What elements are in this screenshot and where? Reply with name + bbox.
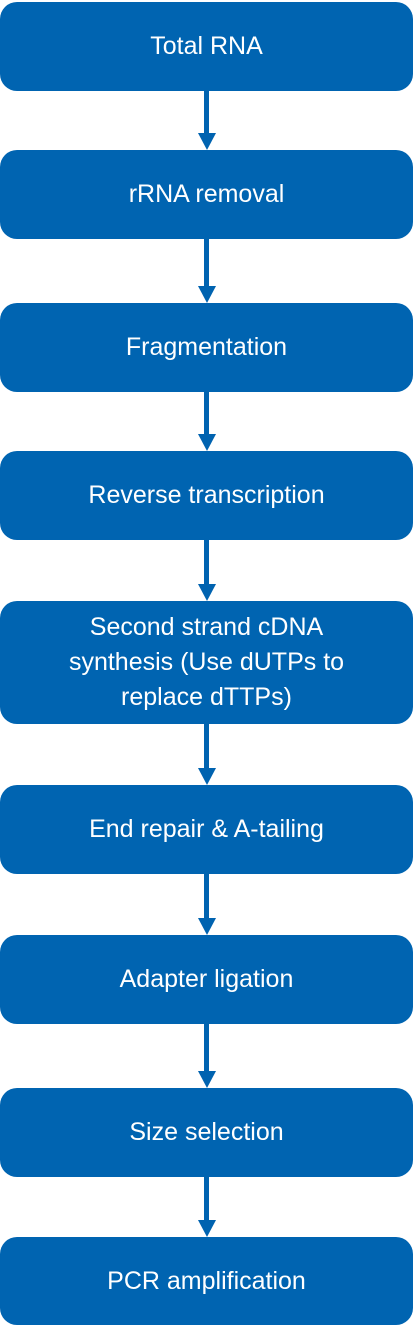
step-end-repair-a-tailing: End repair & A-tailing: [0, 785, 413, 874]
arrow-7: [198, 1024, 216, 1088]
step-reverse-transcription: Reverse transcription: [0, 451, 413, 540]
step-size-selection: Size selection: [0, 1088, 413, 1177]
step-rrna-removal: rRNA removal: [0, 150, 413, 239]
step-label: End repair & A-tailing: [89, 815, 324, 843]
step-label: Fragmentation: [125, 333, 288, 361]
arrow-6: [198, 874, 216, 935]
step-label: rRNA removal: [128, 180, 285, 208]
arrow-1: [198, 91, 216, 150]
arrow-8: [198, 1177, 216, 1237]
arrow-2: [198, 239, 216, 303]
step-fragmentation: Fragmentation: [0, 303, 413, 392]
step-adapter-ligation: Adapter ligation: [0, 935, 413, 1024]
step-label: Size selection: [129, 1118, 284, 1146]
arrow-4: [198, 540, 216, 601]
step-label: Total RNA: [150, 32, 263, 60]
step-second-strand-synthesis: Second strand cDNA synthesis (Use dUTPs …: [0, 601, 413, 724]
step-label: PCR amplification: [107, 1266, 306, 1295]
arrow-5: [198, 724, 216, 785]
step-label: Second strand cDNA synthesis (Use dUTPs …: [68, 613, 345, 711]
step-label: Reverse transcription: [88, 481, 325, 509]
step-label: Adapter ligation: [119, 965, 294, 993]
step-pcr-amplification: PCR amplification: [0, 1237, 413, 1325]
arrow-3: [198, 392, 216, 451]
step-total-rna: Total RNA: [0, 2, 413, 91]
